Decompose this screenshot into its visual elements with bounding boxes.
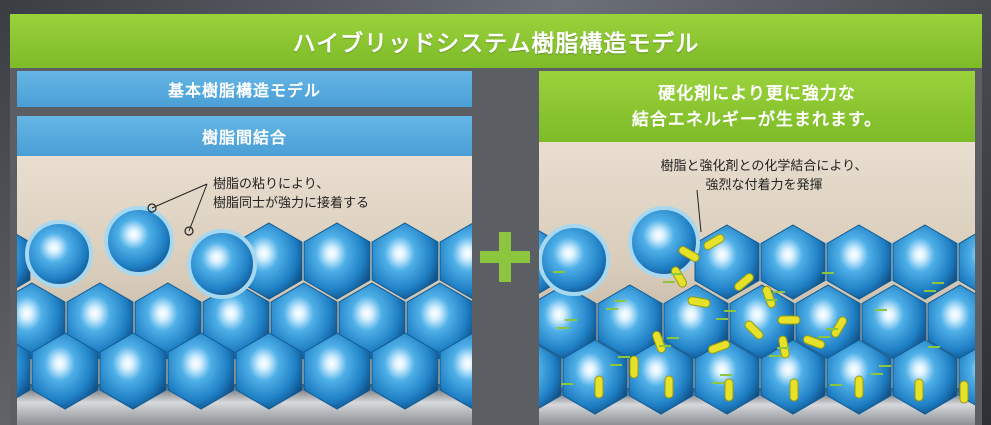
resin-particle — [539, 345, 562, 409]
resin-particle — [104, 206, 174, 276]
resin-particle — [826, 224, 892, 300]
hardener-bond — [594, 375, 604, 399]
right-resin-illustration: 樹脂と強化剤との化学結合により、 強烈な付着力を発揮 — [539, 142, 975, 425]
hardener-bond — [703, 234, 725, 250]
resin-particle — [25, 220, 93, 288]
left-annotation-line-2: 樹脂同士が強力に接着する — [213, 196, 370, 211]
hardener-bond — [724, 378, 734, 402]
hardener-bond — [664, 375, 674, 399]
right-annotation-line-1: 樹脂と強化剤との化学結合により、 — [660, 159, 868, 174]
resin-particle — [760, 339, 826, 415]
resin-particle — [187, 229, 257, 299]
hardener-bond — [854, 375, 864, 399]
right-annotation-line-2: 強烈な付着力を発揮 — [705, 178, 823, 193]
right-header-line-2: 結合エネルギーが生まれます。 — [631, 109, 883, 130]
resin-particle — [694, 224, 760, 300]
right-header-line-1: 硬化剤により更に強力な — [658, 83, 856, 104]
resin-particle — [167, 332, 235, 410]
plus-icon — [480, 232, 530, 282]
left-resin-illustration: 樹脂の粘りにより、 樹脂同士が強力に接着する — [17, 156, 472, 425]
resin-particle — [694, 339, 760, 415]
resin-particle — [17, 343, 31, 399]
resin-particle — [958, 233, 975, 291]
left-panel-header: 基本樹脂構造モデル — [17, 71, 472, 107]
resin-particle — [760, 224, 826, 300]
hardener-bond — [802, 335, 826, 349]
hardener-bond — [777, 315, 801, 325]
right-panel-header: 硬化剤により更に強力な 結合エネルギーが生まれます。 — [539, 71, 975, 142]
resin-particle — [628, 206, 700, 278]
hardener-bond — [678, 246, 700, 262]
hardener-bond — [914, 378, 924, 402]
resin-particle — [31, 332, 99, 410]
hardener-bond — [744, 320, 764, 340]
resin-particle — [303, 222, 371, 300]
left-annotation-line-1: 樹脂の粘りにより、 — [213, 177, 330, 192]
left-annotation: 樹脂の粘りにより、 樹脂同士が強力に接着する — [213, 175, 369, 213]
resin-particle — [439, 223, 472, 299]
right-annotation: 樹脂と強化剤との化学結合により、 強烈な付着力を発揮 — [649, 157, 879, 195]
hardener-bond — [762, 285, 776, 309]
resin-particle — [628, 339, 694, 415]
hardener-bond — [687, 296, 711, 308]
hardener-bond — [652, 330, 666, 354]
resin-particle — [562, 339, 628, 415]
diagram-title: ハイブリッドシステム樹脂構造モデル — [10, 14, 982, 68]
left-panel-subheader: 樹脂間結合 — [17, 116, 472, 156]
resin-particle — [539, 224, 610, 296]
hardener-bond — [629, 355, 639, 379]
resin-particle — [235, 332, 303, 410]
resin-particle — [371, 222, 439, 300]
resin-particle — [303, 332, 371, 410]
hardener-bond — [734, 273, 754, 291]
resin-particle — [439, 333, 472, 409]
hardener-bond — [707, 340, 731, 354]
resin-particle — [892, 224, 958, 300]
resin-particle — [99, 332, 167, 410]
resin-particle — [892, 339, 958, 415]
resin-particle — [371, 332, 439, 410]
hardener-bond — [959, 380, 969, 404]
hardener-bond — [831, 316, 847, 338]
hardener-bond — [789, 378, 799, 402]
